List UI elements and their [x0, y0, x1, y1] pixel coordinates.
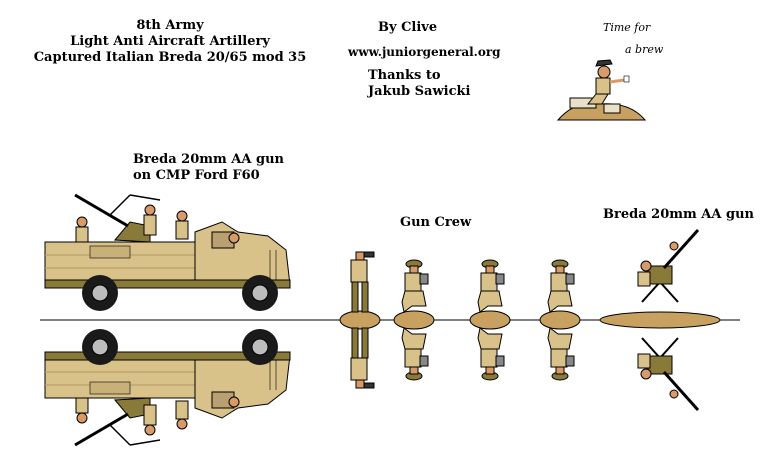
vignette-caption-2: a brew: [625, 43, 664, 56]
crew-label: Gun Crew: [400, 215, 472, 230]
title-line-2: Light Anti Aircraft Artillery: [70, 34, 270, 49]
author-credit: By Clive: [378, 20, 438, 35]
title-line-1: 8th Army: [136, 18, 204, 33]
crew-figure-3: [469, 259, 511, 381]
thanks-line-2: Jakub Sawicki: [368, 84, 471, 99]
title-line-3: Captured Italian Breda 20/65 mod 35: [33, 50, 307, 65]
vignette-caption-1: Time for: [603, 21, 651, 34]
thanks-line-1: Thanks to: [368, 68, 441, 83]
brew-vignette: [556, 59, 647, 121]
truck-label-1: Breda 20mm AA gun: [133, 152, 284, 167]
crew-figure-2: [393, 259, 435, 381]
website-link[interactable]: www.juniorgeneral.org: [348, 45, 501, 59]
truck-label-2: on CMP Ford F60: [133, 168, 260, 183]
crew-figure-1: [339, 251, 381, 389]
crew-figure-4: [539, 259, 581, 381]
aa-gun-model: [599, 228, 721, 412]
gun-label: Breda 20mm AA gun: [603, 207, 754, 222]
